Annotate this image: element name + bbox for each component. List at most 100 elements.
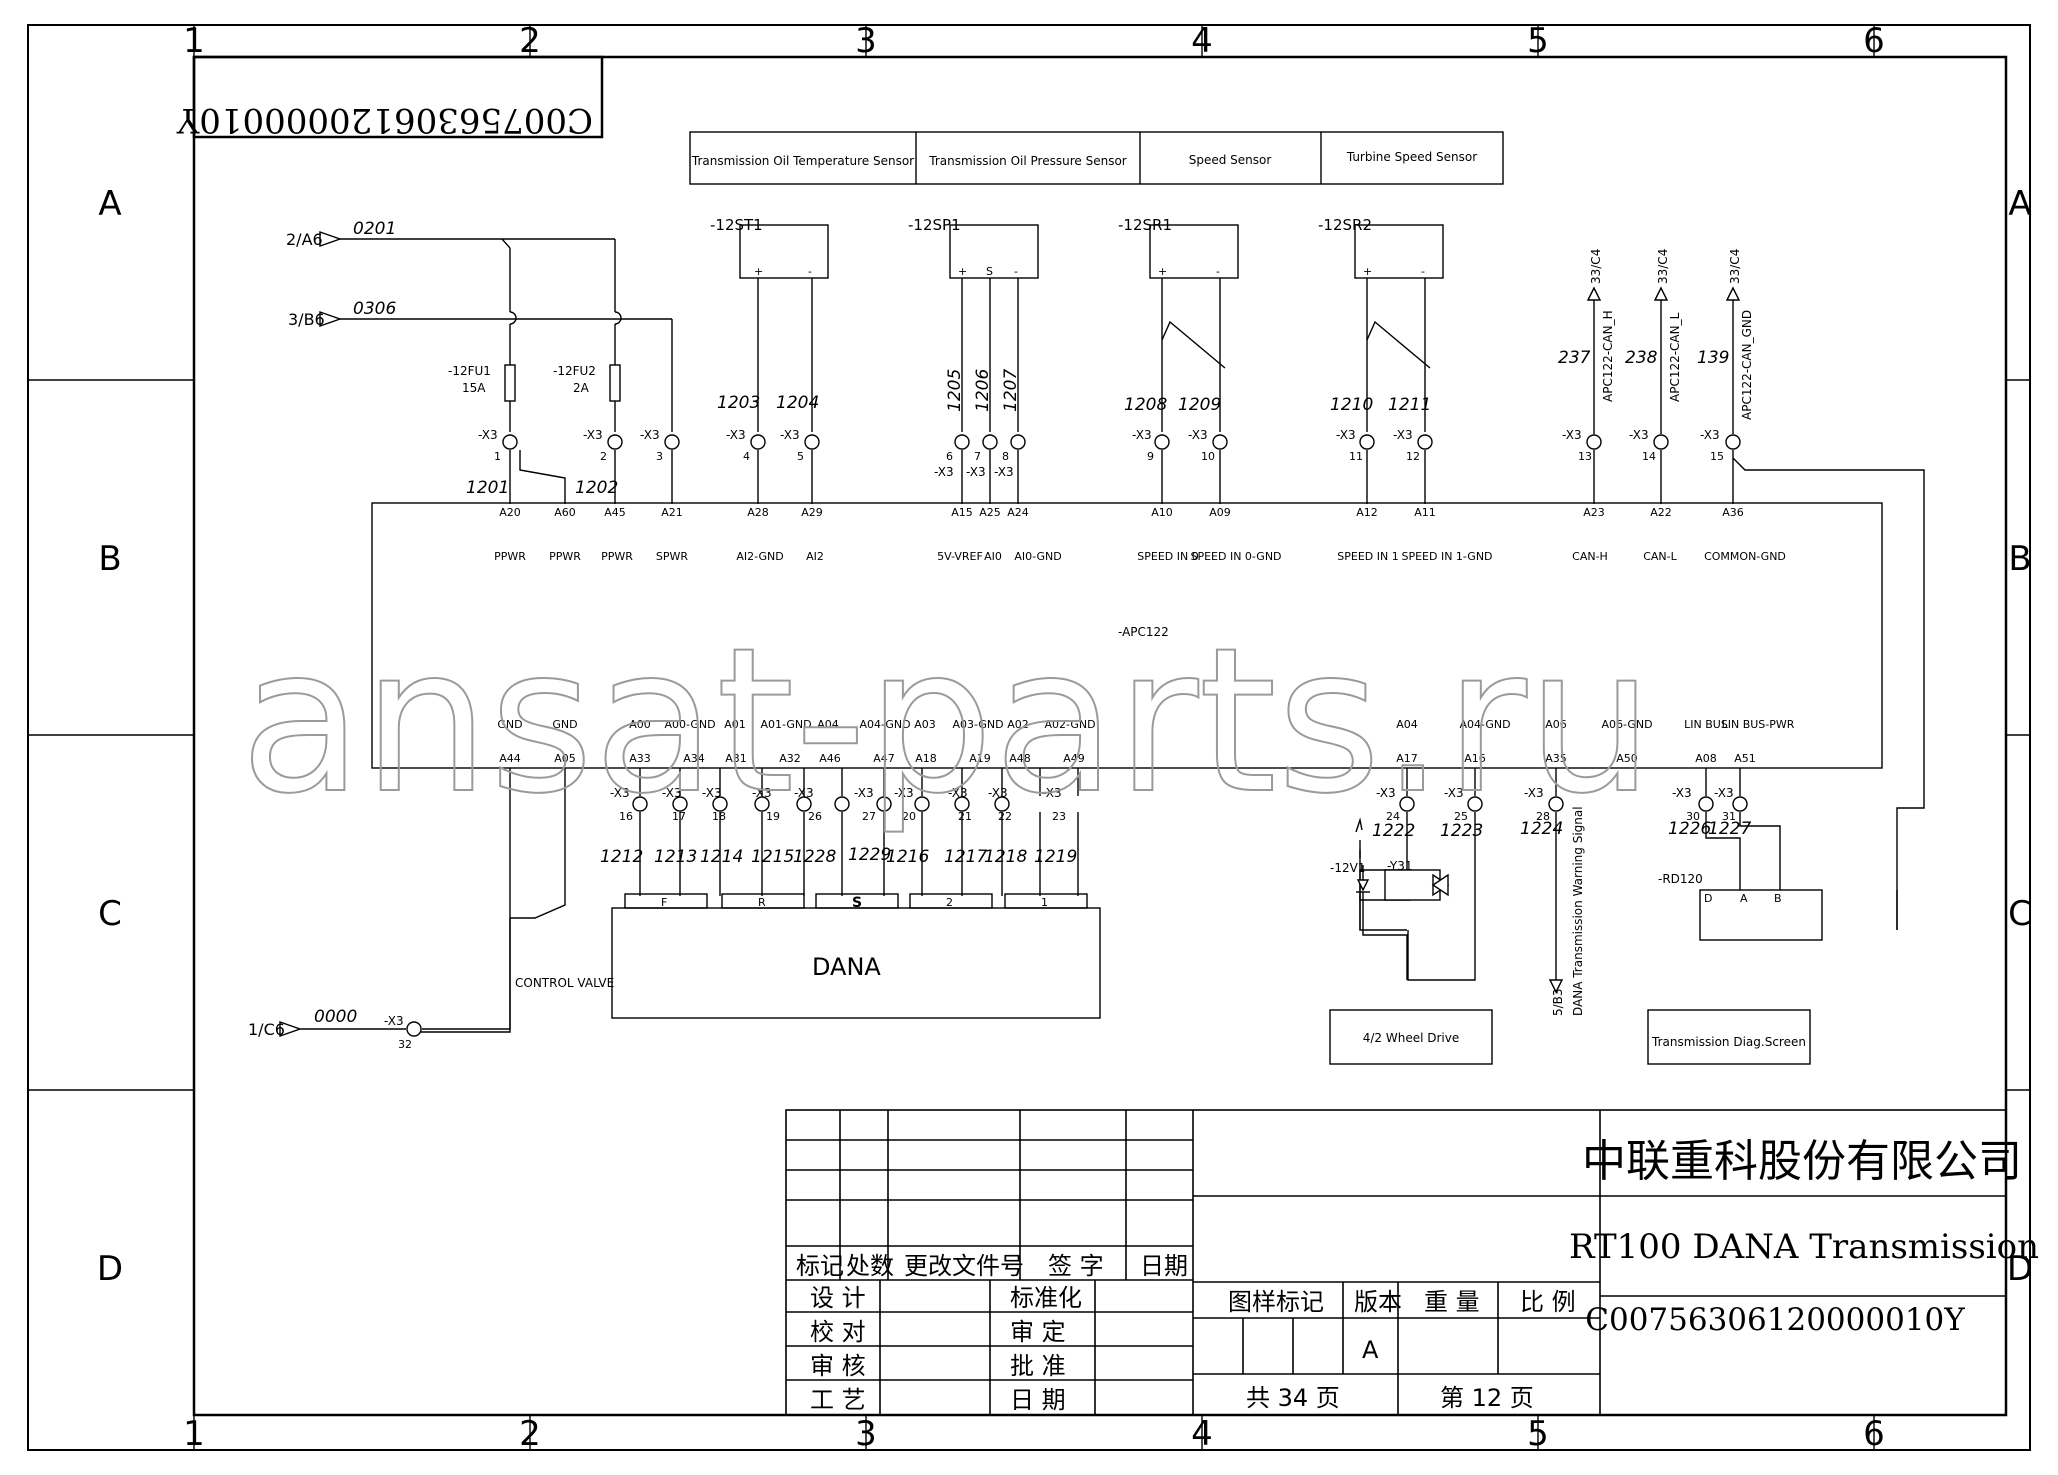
diag-screen-box bbox=[1647, 1009, 1811, 1065]
terminal-number: 13 bbox=[1578, 450, 1592, 463]
wire-number: 0306 bbox=[353, 299, 396, 319]
wire-number: 1201 bbox=[466, 478, 509, 498]
ecu-signal: AI0 bbox=[984, 550, 1002, 563]
ecu-pin: A17 bbox=[1396, 752, 1418, 765]
terminal-number: 2 bbox=[600, 450, 607, 463]
terminal-number: 15 bbox=[1710, 450, 1724, 463]
ecu-signal: SPWR bbox=[656, 550, 688, 563]
ecu-pin: A12 bbox=[1356, 506, 1378, 519]
ecu-signal: A04-GND bbox=[1459, 718, 1510, 731]
ecu-pin: A20 bbox=[499, 506, 521, 519]
connector-x3: -X3 bbox=[1672, 786, 1692, 800]
col-label: 5 bbox=[1527, 21, 1549, 61]
wire-number: 0000 bbox=[314, 1007, 357, 1027]
ecu-signal: A03-GND bbox=[952, 718, 1003, 731]
fuse-rating: 2A bbox=[573, 381, 590, 395]
col-label: 6 bbox=[1863, 21, 1885, 61]
terminal-number: 3 bbox=[656, 450, 663, 463]
terminal-number: 30 bbox=[1686, 810, 1700, 823]
terminal-number: 1 bbox=[494, 450, 501, 463]
terminal-circle bbox=[1399, 796, 1415, 812]
ecu-pin: A23 bbox=[1583, 506, 1605, 519]
ecu-signal: AI0-GND bbox=[1014, 550, 1061, 563]
terminal-number: 11 bbox=[1349, 450, 1363, 463]
row-label: C bbox=[98, 894, 122, 934]
terminal-circle bbox=[750, 434, 766, 450]
ecu-signal: A04 bbox=[817, 718, 839, 731]
ecu-signal: CAN-L bbox=[1643, 550, 1677, 563]
connector-x3: -X3 bbox=[384, 1014, 404, 1028]
terminal-number: 14 bbox=[1642, 450, 1656, 463]
row-label: A bbox=[2008, 184, 2031, 224]
terminal-circle bbox=[607, 434, 623, 450]
rd120-box bbox=[1699, 889, 1823, 941]
connector-x3: -X3 bbox=[934, 465, 954, 479]
polarity-plus: + bbox=[754, 265, 763, 278]
dana-pin: S bbox=[852, 895, 862, 911]
role-label: 标准化 bbox=[1010, 1284, 1082, 1312]
dana-pin: 1 bbox=[1041, 896, 1048, 909]
connector-x3: -X3 bbox=[1700, 428, 1720, 442]
ecu-signal: LIN BUS-PWR bbox=[1722, 718, 1795, 731]
wire-number: 1205 bbox=[945, 369, 965, 412]
connector-x3: -X3 bbox=[1042, 786, 1062, 800]
rev-header: 更改文件号 bbox=[904, 1252, 1024, 1280]
connector-x3: -X3 bbox=[478, 428, 498, 442]
connector-x3: -X3 bbox=[1562, 428, 1582, 442]
wire-number: 1214 bbox=[700, 847, 743, 867]
role-label: 审 核 bbox=[810, 1352, 866, 1380]
fuse-ref: -12FU1 bbox=[448, 364, 491, 378]
fuse-rating: 15A bbox=[462, 381, 486, 395]
terminal-number: 8 bbox=[1002, 450, 1009, 463]
col-label: 4 bbox=[1191, 1414, 1213, 1454]
terminal-circle bbox=[754, 796, 770, 812]
can-label: APC122-CAN_L bbox=[1668, 312, 1682, 402]
top-terminal-circles bbox=[502, 434, 1741, 450]
terminal-number: 27 bbox=[862, 810, 876, 823]
role-label: 批 准 bbox=[1010, 1352, 1066, 1380]
ecu-signal: COMMON-GND bbox=[1704, 550, 1786, 563]
ecu-signal: A01 bbox=[724, 718, 746, 731]
dana-pin: 2 bbox=[946, 896, 953, 909]
ecu-pin: A33 bbox=[629, 752, 651, 765]
dana-label: DANA bbox=[812, 953, 881, 981]
ecu-signal: GND bbox=[497, 718, 522, 731]
terminal-circle bbox=[712, 796, 728, 812]
wire-number: 1218 bbox=[984, 847, 1027, 867]
terminal-circle bbox=[1212, 434, 1228, 450]
input-ref: 2/A6 bbox=[286, 230, 323, 249]
col-label: 6 bbox=[1863, 1414, 1885, 1454]
connector-x3: -X3 bbox=[1714, 786, 1734, 800]
terminal-circle bbox=[1586, 434, 1602, 450]
polarity-plus: + bbox=[958, 265, 967, 278]
ecu-pin: A47 bbox=[873, 752, 895, 765]
terminal-circle bbox=[1010, 434, 1026, 450]
role-label: 设 计 bbox=[810, 1284, 866, 1312]
terminal-number: 20 bbox=[902, 810, 916, 823]
ecu-pin: A24 bbox=[1007, 506, 1029, 519]
terminal-circle bbox=[406, 1021, 422, 1037]
row-label: C bbox=[2008, 894, 2032, 934]
rev-header: 处数 bbox=[846, 1252, 894, 1280]
connector-x3: -X3 bbox=[1336, 428, 1356, 442]
rev-header: 标记 bbox=[796, 1252, 844, 1280]
valve-12v1 bbox=[1355, 817, 1450, 980]
ecu-signal: A06 bbox=[1545, 718, 1567, 731]
connector-x3: -X3 bbox=[1629, 428, 1649, 442]
terminal-number: 18 bbox=[712, 810, 726, 823]
terminal-circle bbox=[982, 434, 998, 450]
terminal-number: 6 bbox=[946, 450, 953, 463]
connector-x3: -X3 bbox=[948, 786, 968, 800]
terminal-circle bbox=[796, 796, 812, 812]
terminal-number: 19 bbox=[766, 810, 780, 823]
mirrored-drawing-number: C00756306120000010Y bbox=[176, 100, 593, 140]
wire-number: 1213 bbox=[654, 847, 697, 867]
ecu-signal: SPEED IN 1 bbox=[1337, 550, 1398, 563]
ecu-signal: LIN BUS bbox=[1684, 718, 1728, 731]
connector-x3: -X3 bbox=[988, 786, 1008, 800]
ecu-pin: A15 bbox=[951, 506, 973, 519]
drawing-number: C00756306120000010Y bbox=[1585, 1302, 1965, 1338]
ecu-signal: 5V-VREF bbox=[937, 550, 983, 563]
